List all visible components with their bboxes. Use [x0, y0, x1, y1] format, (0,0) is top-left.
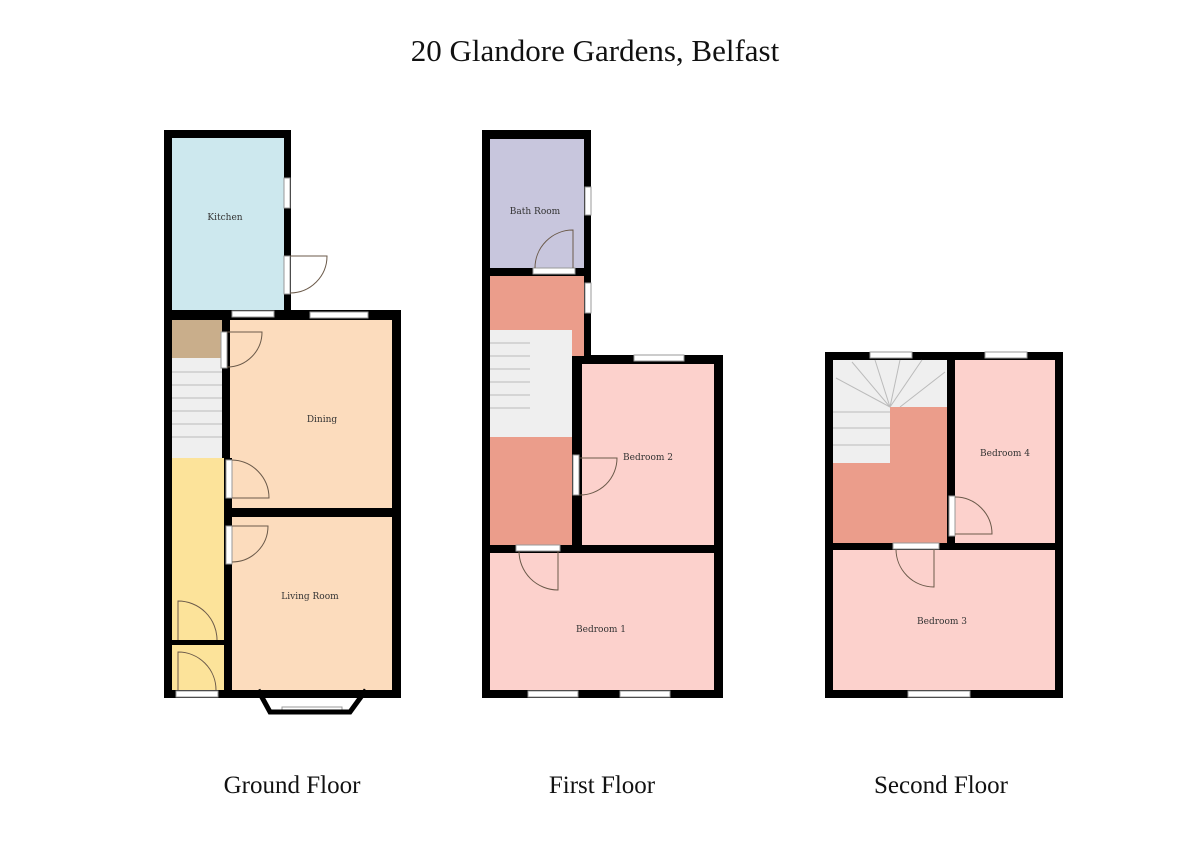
plan-title: 20 Glandore Gardens, Belfast — [411, 33, 780, 68]
floor-label-ground: Ground Floor — [224, 772, 361, 799]
first-stairs — [490, 330, 572, 437]
room-label-living-room: Living Room — [281, 592, 339, 602]
ground-stairs — [172, 358, 222, 458]
living-room — [232, 517, 392, 690]
room-label-bedroom-4: Bedroom 4 — [980, 449, 1030, 459]
room-label-bedroom-1: Bedroom 1 — [576, 625, 626, 635]
first-floor-plan: Bath Room Bedroom 2 Bedroom 1 — [482, 130, 723, 698]
hallway — [172, 458, 224, 690]
floor-label-second: Second Floor — [874, 772, 1009, 799]
dining-room — [230, 320, 392, 508]
room-label-bedroom-3: Bedroom 3 — [917, 617, 967, 627]
bedroom-1 — [490, 553, 714, 690]
store-area — [172, 320, 222, 358]
kitchen-room — [172, 138, 284, 310]
bathroom — [490, 139, 584, 268]
room-label-bathroom: Bath Room — [510, 207, 561, 217]
first-landing-bottom — [490, 437, 572, 545]
room-label-kitchen: Kitchen — [207, 213, 242, 223]
bedroom-4 — [955, 360, 1055, 543]
second-floor-plan: Bedroom 4 Bedroom 3 — [825, 351, 1063, 698]
bedroom-2 — [582, 364, 714, 545]
room-label-bedroom-2: Bedroom 2 — [623, 453, 673, 463]
ground-floor-plan: Kitchen Dining Living Room — [164, 130, 401, 715]
floor-label-first: First Floor — [549, 772, 656, 799]
bedroom-3 — [833, 550, 1055, 690]
room-label-dining: Dining — [307, 415, 338, 425]
